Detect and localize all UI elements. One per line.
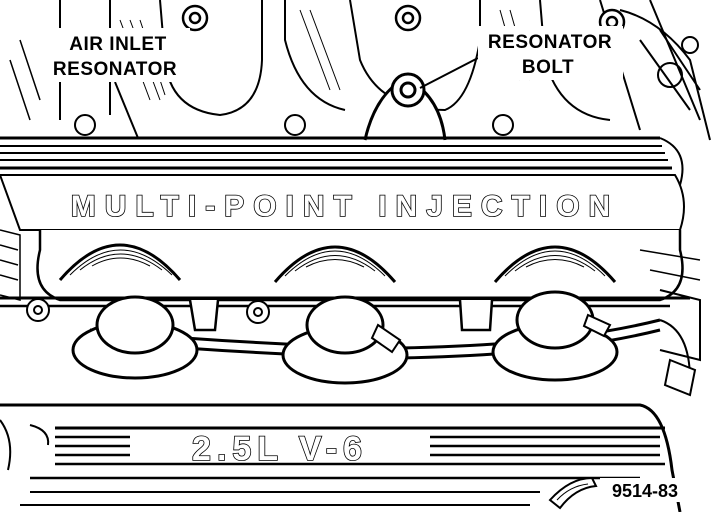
figure-number-group: 9514-83 (600, 478, 695, 502)
injector-cap (491, 290, 619, 382)
lower-bolts (26, 298, 270, 324)
engine-cover (0, 403, 682, 512)
runner-lobe (58, 243, 182, 281)
bolt-icon (394, 4, 422, 32)
manifold-cover-lettering: MULTI-POINT INJECTION (71, 190, 619, 223)
leader-lines (114, 57, 479, 139)
right-side-hardware (639, 249, 701, 397)
engine-cover-lettering: 2.5L V-6 (192, 430, 368, 468)
bolt-icon (246, 300, 270, 324)
injector-cap (71, 295, 199, 380)
callout-air-inlet-line1: AIR INLET (69, 34, 166, 55)
callout-air-inlet-resonator: AIR INLET RESONATOR (40, 28, 190, 82)
manifold-body: MULTI-POINT INJECTION (0, 174, 685, 231)
runner-lobe (493, 245, 617, 283)
callout-resonator-bolt: RESONATOR BOLT (478, 26, 623, 80)
manifold-top-bolts (74, 114, 514, 136)
bolt-icon (26, 298, 50, 322)
air-inlet-resonator-leader (114, 81, 139, 139)
manifold-rails (0, 136, 684, 186)
bolt-icon (284, 114, 306, 136)
bolt-icon (74, 114, 96, 136)
bolt-icon (181, 4, 209, 32)
resonator-bolt-leader (419, 57, 479, 89)
runner-lobes (36, 230, 684, 302)
callout-resonator-bolt-line1: RESONATOR (488, 32, 612, 53)
bolt-icon (492, 114, 514, 136)
runner-lobe (273, 245, 397, 283)
callout-resonator-bolt-line2: BOLT (522, 57, 574, 78)
injector-caps (71, 290, 619, 385)
callout-air-inlet-line2: RESONATOR (53, 59, 177, 80)
figure-number: 9514-83 (612, 481, 678, 501)
left-side-detail (0, 229, 21, 301)
cover-badge (548, 476, 598, 510)
resonator-bolt (363, 72, 447, 141)
